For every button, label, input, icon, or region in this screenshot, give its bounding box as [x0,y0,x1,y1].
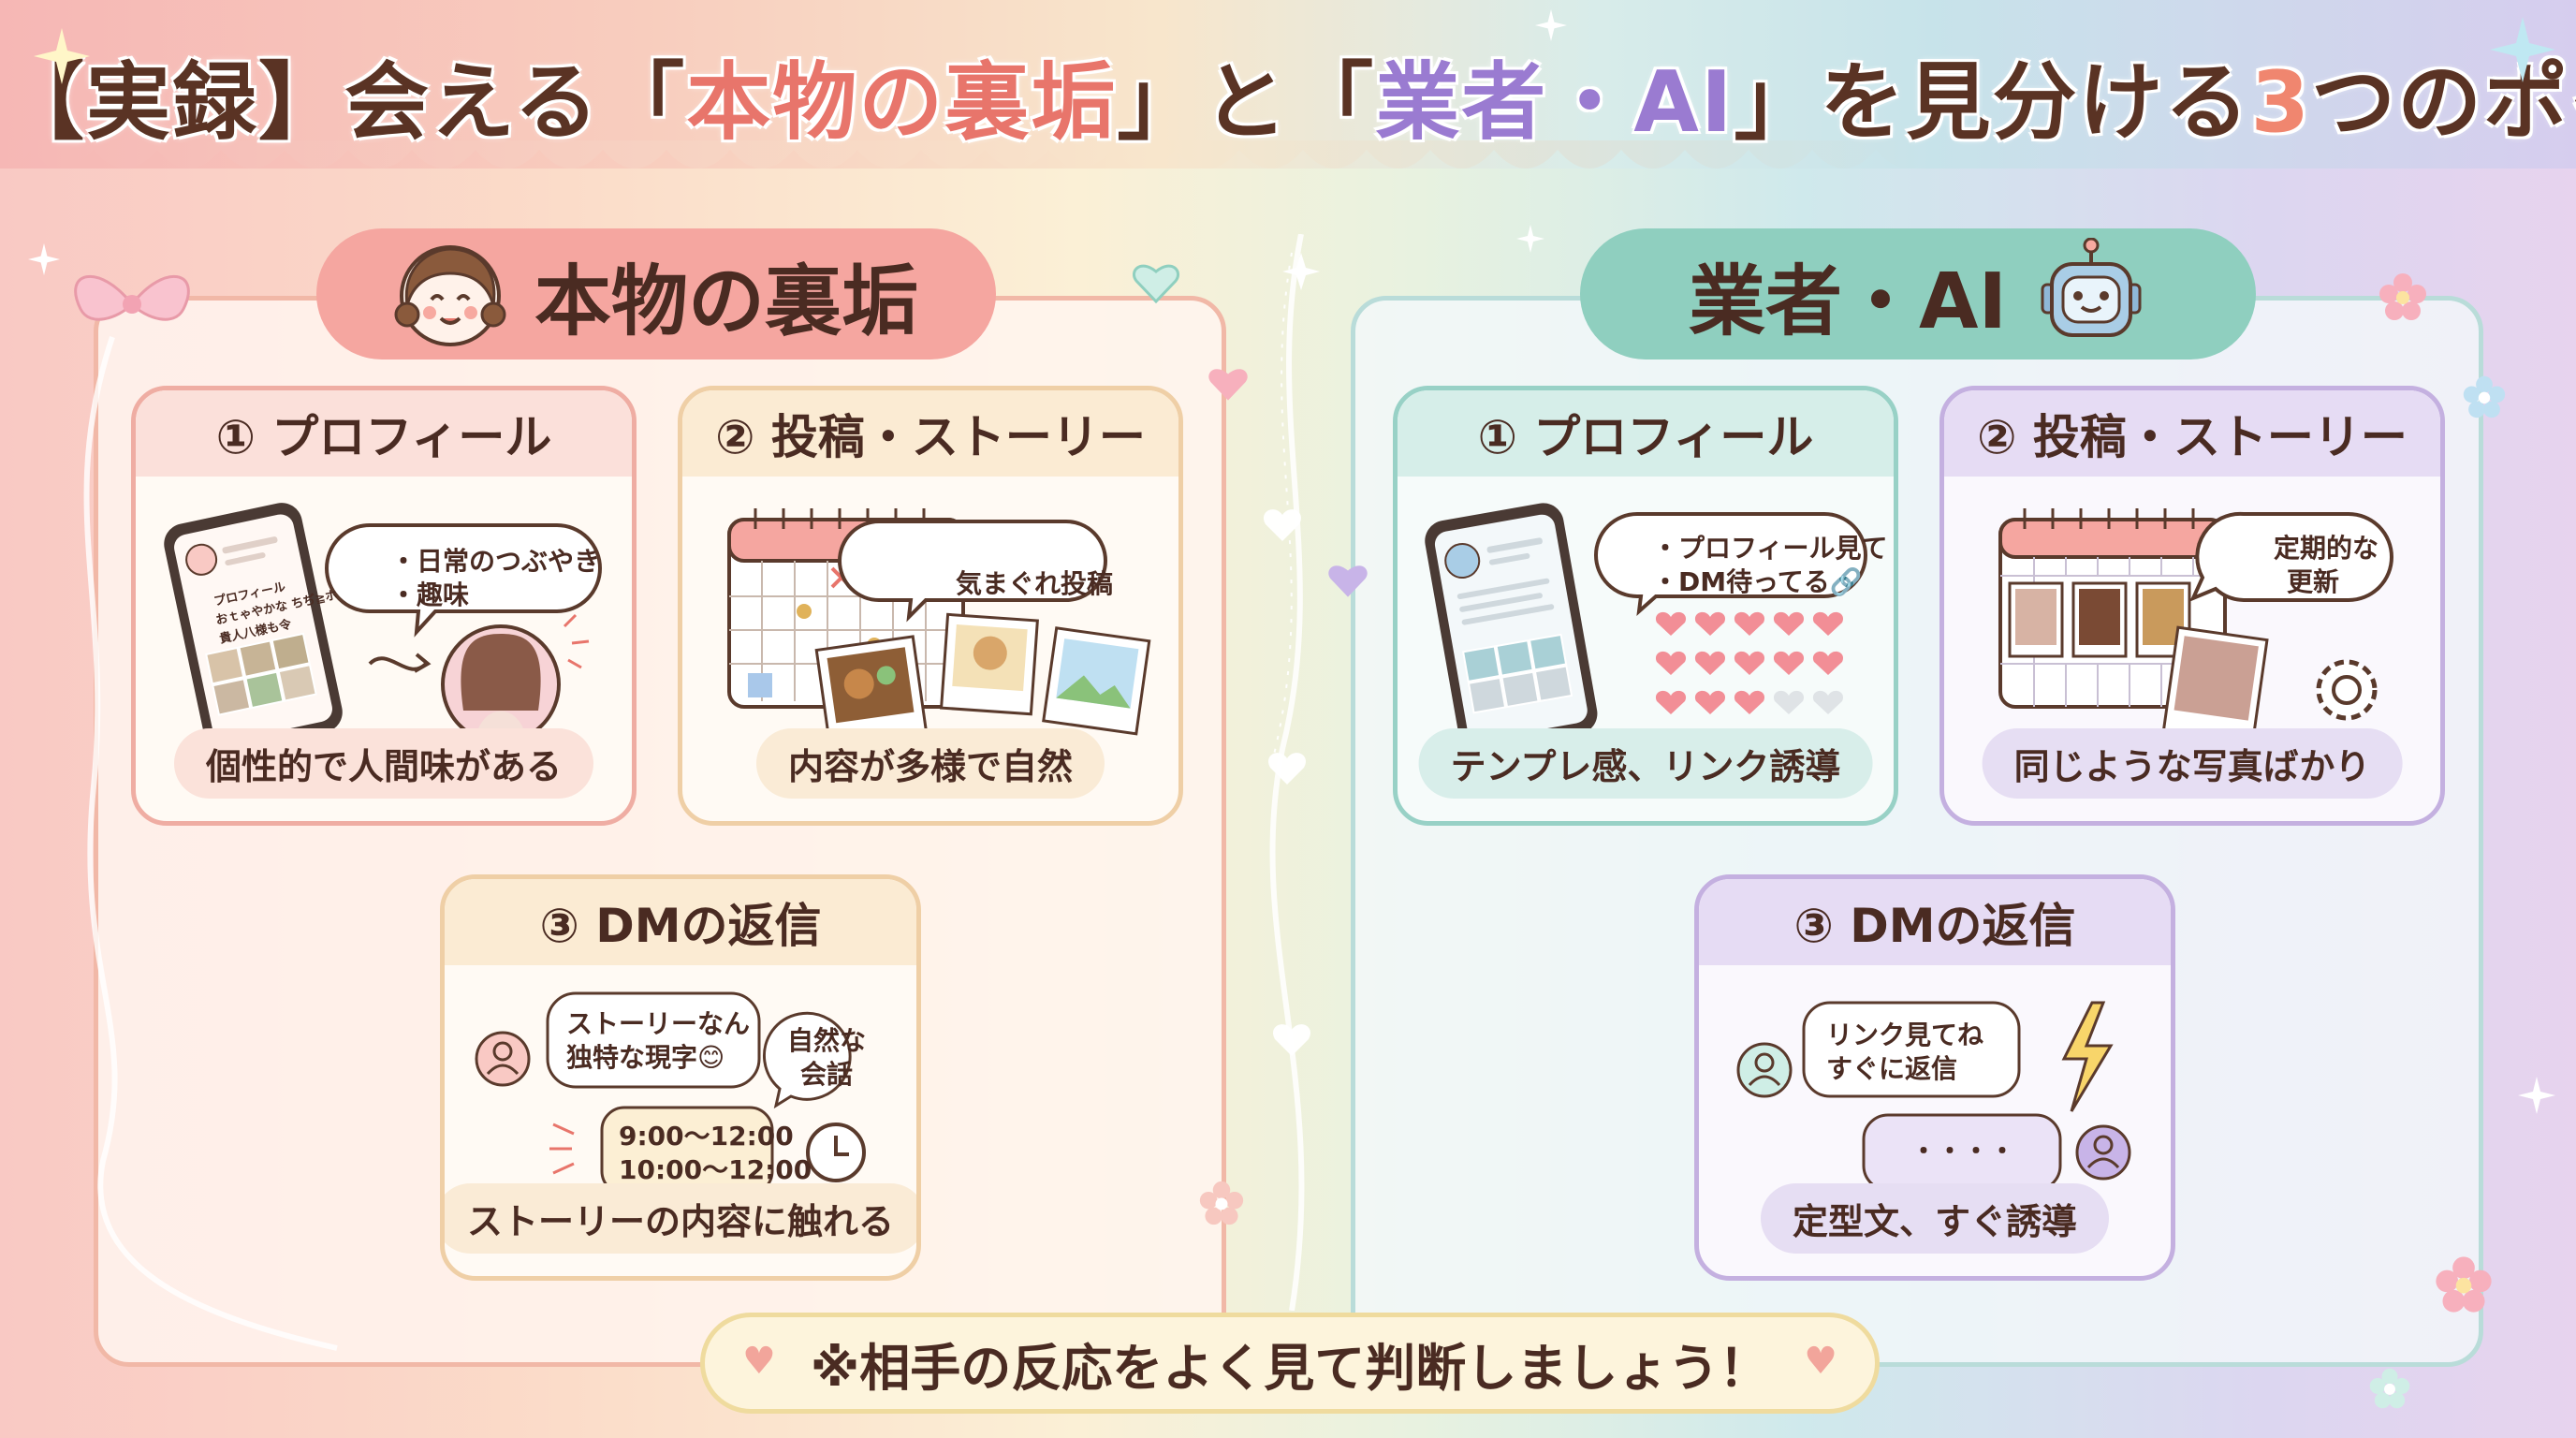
heart-filled-icon [1694,690,1726,714]
flower-icon [2436,1256,2492,1313]
bubble-line: 会話 [800,1059,854,1090]
flower-icon [2369,1368,2410,1409]
sparkle-icon [34,28,90,84]
card-heading: ② 投稿・ストーリー [1944,390,2440,477]
heart-filled-icon [1655,651,1687,675]
card-caption: 定型文、すぐ誘導 [1760,1183,2110,1254]
fake-profile-card: ① プロフィール [1393,386,1898,826]
fake-dm-card: ③ DMの返信 リンク見てね すぐに返信 ・・・・ 定型文、すぐ誘導 [1694,874,2175,1281]
ribbon-streamer [83,336,338,1351]
bubble-line: 独特な現字😊 [566,1042,725,1073]
bubble-line: ・・・・ [1910,1136,2016,1167]
hearts-grid [1655,611,1844,714]
fake-header: 業者・AI [1580,228,2256,360]
fake-posts-card: ② 投稿・ストーリー [1939,386,2445,826]
heart-filled-icon [1655,611,1687,636]
card-heading: ① プロフィール [1398,390,1894,477]
time-text: 10:00〜12:00 [619,1154,812,1185]
card-caption: ストーリーの内容に触れる [445,1183,916,1254]
heart-empty-icon [1773,690,1805,714]
heart-filled-icon [1694,651,1726,675]
bubble-line: 気まぐれ投稿 [956,568,1114,599]
bubble-line: ・DM待ってる🔗 [1652,566,1863,597]
title-fake: 業者・AI [1375,53,1734,152]
card-illustration: 定期的な 更新 [1944,477,2440,757]
girl-avatar-icon [394,245,506,346]
bubble-line: すぐに返信 [1826,1053,1958,1084]
heart-filled-icon [1812,611,1844,636]
bubble-line: ・日常のつぶやき [390,546,601,577]
heart-filled-icon [1812,651,1844,675]
heart-icon: ♥ [1804,1340,1837,1383]
calendar-illustration [727,508,1151,749]
card-caption: 内容が多様で自然 [755,728,1105,799]
sparkle-icon [1535,9,1567,41]
heart-icon: ♥ [742,1340,776,1383]
heart-icon [1328,565,1368,597]
heart-filled-icon [1655,690,1687,714]
heart-icon [1208,369,1248,401]
heart-empty-icon [1812,690,1844,714]
card-heading: ① プロフィール [136,390,632,477]
heart-icon [1133,264,1179,303]
phone-illustration [164,503,602,754]
card-illustration: ・プロフィール見て ・DM待ってる🔗 [1398,477,1894,757]
bubble-line: 自然な [787,1025,867,1056]
flower-icon [2463,375,2506,418]
card-heading: ③ DMの返信 [445,879,916,965]
flower-icon [1199,1181,1244,1225]
flower-icon [2379,273,2426,320]
genuine-posts-card: ② 投稿・ストーリー [678,386,1183,826]
heart-filled-icon [1773,651,1805,675]
heart-filled-icon [1734,651,1765,675]
sparkle-icon [28,243,60,275]
card-caption: 個性的で人間味がある [173,728,594,799]
genuine-profile-card: ① プロフィール [131,386,637,826]
card-caption: テンプレ感、リンク誘導 [1418,728,1873,799]
bubble-line: ・プロフィール見て [1652,533,1888,564]
bubble-line: リンク見てね [1826,1020,1984,1050]
genuine-header-label: 本物の裏垢 [534,257,918,346]
page-title: 【実録】会える「本物の裏垢」と「業者・AI」を見分ける3つのポイント [0,34,2576,155]
bubble-line: 定期的な [2274,533,2379,564]
bubble-line: ・趣味 [390,580,470,610]
center-divider [1263,234,1320,1311]
card-heading: ② 投稿・ストーリー [682,390,1178,477]
title-part: 【実録】会える「 [0,53,687,152]
chat-illustration [1736,1001,2131,1192]
title-part: 」と「 [1117,53,1376,152]
ribbon-bow-icon [74,275,190,321]
heart-filled-icon [1734,690,1765,714]
sparkle-icon [1516,225,1544,253]
note-text: ※相手の反応をよく見て判断しましょう！ [810,1338,1770,1398]
sparkle-icon [2518,1077,2555,1114]
sparkle-icon [2490,17,2555,82]
title-part: つのポイント [2311,53,2576,152]
calendar-illustration [1998,508,2393,744]
fake-header-label: 業者・AI [1689,257,2007,346]
genuine-header: 本物の裏垢 [316,228,996,360]
title-part: 」を見分ける [1734,53,2251,152]
phone-illustration [1425,503,1867,752]
title-genuine: 本物の裏垢 [686,53,1118,152]
card-illustration: ・日常のつぶやき ・趣味 プロフィール おｔゃやかな ちぢ≧ホ 貴人八様も令 [136,477,632,757]
heart-filled-icon [1734,611,1765,636]
robot-icon [2041,238,2142,337]
card-illustration: 気まぐれ投稿 [682,477,1178,757]
card-illustration: リンク見てね すぐに返信 ・・・・ [1699,965,2171,1246]
time-text: 9:00〜12:00 [619,1121,794,1152]
bottom-note: ♥ ※相手の反応をよく見て判断しましょう！ ♥ [700,1313,1880,1414]
bubble-line: 更新 [2287,566,2340,597]
heart-filled-icon [1773,611,1805,636]
card-illustration: ストーリーなん 独特な現字😊 自然な 会話 9:00〜12:00 10:00〜1… [445,965,916,1246]
genuine-dm-card: ③ DMの返信 ストーリーなん 独特な現字😊 自然な 会話 9:00〜12:00… [440,874,921,1281]
chat-illustration [475,991,866,1196]
title-number: 3 [2250,53,2312,152]
card-caption: 同じような写真ばかり [1982,728,2403,799]
heart-filled-icon [1694,611,1726,636]
bubble-line: ストーリーなん [566,1008,751,1039]
card-heading: ③ DMの返信 [1699,879,2171,965]
title-scallop [0,140,2576,169]
